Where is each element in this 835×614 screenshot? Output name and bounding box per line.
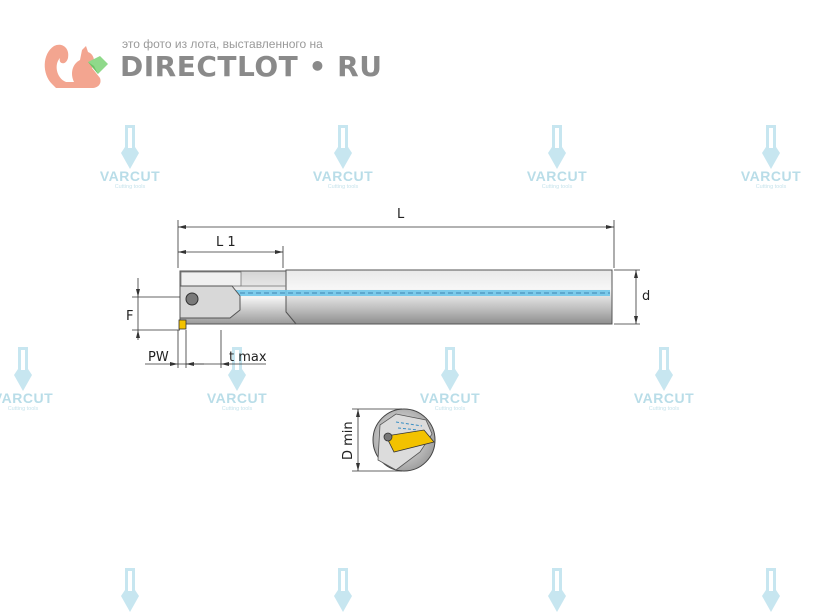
screw-icon — [383, 432, 393, 442]
varcut-logo-icon — [441, 347, 459, 391]
dim-Dmin-label: D min — [341, 421, 356, 460]
dim-PW-label: PW — [148, 350, 169, 365]
end-view-detail — [372, 408, 436, 472]
varcut-logo-icon — [121, 125, 139, 169]
varcut-watermark: VARCUT Cutting tools — [0, 347, 68, 413]
varcut-tagline: Cutting tools — [541, 184, 573, 190]
varcut-logo-icon — [548, 125, 566, 169]
varcut-watermark — [85, 568, 175, 612]
insert — [178, 319, 187, 330]
varcut-logo-icon — [121, 568, 139, 612]
varcut-watermark — [298, 568, 388, 612]
varcut-name: VARCUT — [740, 168, 802, 184]
varcut-tagline: Cutting tools — [434, 406, 466, 412]
dimension-arrows — [136, 225, 638, 366]
dim-L-label: L — [397, 207, 405, 222]
varcut-logo-icon — [334, 125, 352, 169]
varcut-tagline: Cutting tools — [327, 184, 359, 190]
varcut-name: VARCUT — [419, 390, 481, 406]
varcut-logo-icon — [762, 568, 780, 612]
dim-L1-label: L 1 — [216, 235, 236, 250]
varcut-watermark: VARCUT Cutting tools — [726, 125, 816, 191]
varcut-name: VARCUT — [0, 390, 54, 406]
varcut-logo-icon — [14, 347, 32, 391]
varcut-name: VARCUT — [526, 168, 588, 184]
tool-shank — [179, 269, 613, 325]
varcut-name: VARCUT — [99, 168, 161, 184]
dimension-lines — [132, 220, 640, 368]
varcut-watermark: VARCUT Cutting tools — [298, 125, 388, 191]
varcut-watermark — [512, 568, 602, 612]
varcut-logo-icon — [334, 568, 352, 612]
varcut-name: VARCUT — [312, 168, 374, 184]
varcut-tagline: Cutting tools — [755, 184, 787, 190]
varcut-name: VARCUT — [206, 390, 268, 406]
varcut-logo-icon — [548, 568, 566, 612]
varcut-watermark: VARCUT Cutting tools — [512, 125, 602, 191]
varcut-watermark: VARCUT Cutting tools — [619, 347, 709, 413]
tool-head — [178, 285, 241, 330]
directlot-caption: это фото из лота, выставленного на — [122, 37, 323, 51]
varcut-tagline: Cutting tools — [7, 406, 39, 412]
varcut-logo-icon — [762, 125, 780, 169]
varcut-name: VARCUT — [633, 390, 695, 406]
varcut-tagline: Cutting tools — [648, 406, 680, 412]
squirrel-logo-icon — [44, 44, 108, 88]
varcut-logo-icon — [228, 347, 246, 391]
insert — [385, 429, 435, 453]
varcut-tagline: Cutting tools — [114, 184, 146, 190]
varcut-watermark: VARCUT Cutting tools — [192, 347, 282, 413]
dmin-dimension-lines — [352, 408, 402, 472]
varcut-watermark: VARCUT Cutting tools — [405, 347, 495, 413]
coolant-channel — [192, 290, 610, 296]
dmin-arrows — [356, 409, 360, 471]
directlot-watermark: это фото из лота, выставленного на DIREC… — [40, 34, 382, 96]
dim-F-label: F — [126, 309, 133, 324]
directlot-brand: DIRECTLOT • RU — [120, 50, 383, 83]
varcut-logo-icon — [655, 347, 673, 391]
varcut-watermark: VARCUT Cutting tools — [85, 125, 175, 191]
dim-d-label: d — [642, 289, 650, 304]
screw-icon — [185, 292, 199, 306]
dim-tmax-label: t max — [229, 350, 267, 365]
varcut-tagline: Cutting tools — [221, 406, 253, 412]
varcut-watermark — [726, 568, 816, 612]
